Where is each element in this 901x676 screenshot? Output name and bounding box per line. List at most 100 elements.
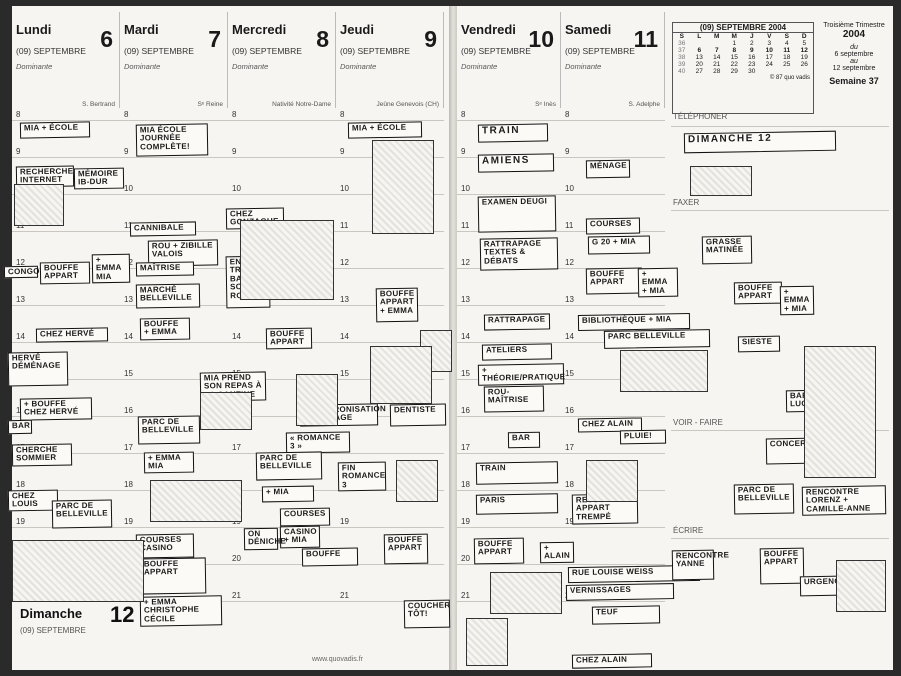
hour-line [12,120,444,121]
hour-line [12,564,444,565]
calendar-day[interactable] [691,40,709,47]
note-sun: RENCONTRE LORENZ + CAMILLE-ANNE [801,485,887,516]
hour-label: 10 [565,184,574,193]
hour-line [457,268,665,269]
note-fri: RATTRAPAGE [483,313,551,331]
sketch-drawing [490,572,562,614]
sketch-drawing [466,618,508,666]
note-mon: CONGOLO [3,265,51,279]
hour-label: 16 [461,406,470,415]
sunday-number: 12 [110,602,135,627]
calendar-day[interactable]: 25 [783,61,791,68]
section-telephone: TÉLÉPHONER [673,112,728,121]
calendar-day[interactable]: 18 [783,54,791,61]
note-sun: + EMMA + MIA [779,285,815,316]
calendar-day[interactable] [778,68,796,75]
calendar-day[interactable]: 7 [714,47,719,54]
calendar-day[interactable]: 27 [695,68,703,75]
trimester-from: 6 septembre [834,51,874,58]
calendar-day[interactable]: 14 [713,54,721,61]
hour-label: 10 [340,184,349,193]
note-sat: PLUIE! [619,429,667,445]
note-mon: + BOUFFE CHEZ HERVÉ [19,397,93,421]
sketch-drawing [296,374,338,426]
calendar-day[interactable]: 20 [695,61,703,68]
calendar-header: D [801,33,807,40]
calendar-day[interactable]: 38 [678,54,686,61]
hour-label: 12 [340,258,349,267]
sunday-name: Dimanche [20,606,83,621]
note-wed: + MIA [261,485,315,503]
hour-label: 15 [340,369,349,378]
calendar-day[interactable]: 11 [783,47,791,54]
hour-line [457,157,665,158]
hour-label: 14 [565,332,574,341]
sketch-drawing [200,392,252,430]
calendar-day[interactable]: 10 [765,47,773,54]
note-sat: CHEZ ALAIN [571,653,653,669]
note-sat: BOUFFE APPART [585,267,643,295]
day-number: 9 [424,26,437,52]
trimester-to: 12 septembre [832,65,876,72]
calendar-day[interactable]: 4 [784,40,789,47]
calendar-day[interactable]: 17 [765,54,773,61]
calendar-day[interactable]: 30 [748,68,756,75]
calendar-day[interactable]: 6 [697,47,702,54]
calendar-day[interactable]: 9 [749,47,754,54]
sketch-drawing [690,166,752,196]
hour-label: 9 [16,147,21,156]
calendar-day[interactable]: 16 [748,54,756,61]
calendar-day[interactable]: 23 [748,61,756,68]
note-wed: PARC DE BELLEVILLE [255,451,323,481]
hour-line [457,231,665,232]
calendar-day[interactable]: 24 [765,61,773,68]
calendar-day[interactable]: 22 [730,61,738,68]
hour-label: 21 [340,591,349,600]
calendar-day[interactable]: 39 [678,61,686,68]
hour-label: 11 [340,221,349,230]
calendar-day[interactable]: 5 [802,40,807,47]
calendar-day[interactable]: 3 [767,40,772,47]
note-fri: EXAMEN DEUGI [477,195,557,233]
hour-label: 19 [124,517,133,526]
note-sat: G 20 + MIA [587,235,651,255]
note-fri: PARIS [475,493,559,515]
calendar-day[interactable]: 26 [800,61,808,68]
calendar-day[interactable]: 37 [678,47,686,54]
note-tue: CANNIBALE [129,221,197,237]
day-number: 11 [633,26,658,52]
note-mon: HERVÉ DÉMÉNAGE [7,351,69,387]
footer-url: www.quovadis.fr [312,656,363,663]
calendar-day[interactable]: 29 [730,68,738,75]
calendar-day[interactable]: 40 [678,68,686,75]
section-fax: FAXER [673,198,700,207]
calendar-day[interactable] [761,68,779,75]
calendar-day[interactable]: 1 [732,40,737,47]
calendar-day[interactable]: 12 [800,47,808,54]
note-sun: PARC DE BELLEVILLE [733,483,795,515]
calendar-day[interactable] [708,40,726,47]
hour-label: 16 [124,406,133,415]
calendar-day[interactable]: 28 [713,68,721,75]
calendar-day[interactable]: 2 [749,40,754,47]
calendar-day[interactable]: 13 [695,54,703,61]
note-fri: TRAIN [477,123,549,143]
calendar-day[interactable] [796,68,814,75]
calendar-day[interactable]: 21 [713,61,721,68]
calendar-day[interactable]: 36 [678,40,686,47]
hour-line [457,120,665,121]
hour-line [12,194,444,195]
hour-line [457,342,665,343]
calendar-day[interactable]: 8 [732,47,737,54]
section-voir-faire: VOIR - FAIRE [673,418,723,427]
note-sat: + EMMA + MIA [637,267,679,298]
note-mon: CHEZ HERVÉ [35,327,109,343]
note-wed: BOUFFE [301,547,359,567]
hour-label: 10 [124,184,133,193]
day-dominante: Dominante [124,62,161,71]
calendar-day[interactable]: 19 [800,54,808,61]
calendar-day[interactable]: 15 [730,54,738,61]
note-mon: MÉMOIRE IB-DUR [73,167,125,190]
